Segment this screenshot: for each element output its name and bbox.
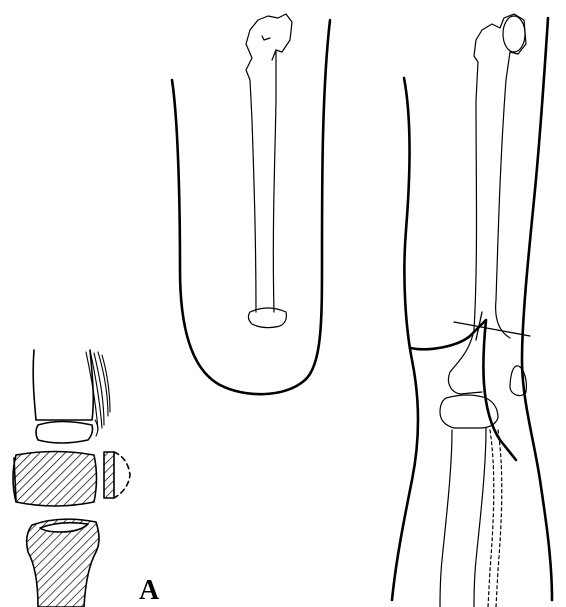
joint-detail-drawing <box>13 350 130 607</box>
leg-drawing <box>392 14 552 607</box>
dashed-fragment <box>104 452 130 498</box>
middle-hatched-bone <box>13 452 97 507</box>
cut-line <box>454 322 530 336</box>
lower-hatched-bone <box>27 519 99 607</box>
femur <box>448 14 526 394</box>
stump-bone <box>246 14 292 328</box>
panel-label: A <box>139 577 159 605</box>
upper-bone-end <box>33 350 93 443</box>
stump-drawing <box>172 14 330 394</box>
stump-outline <box>172 20 330 394</box>
leg-outer-right <box>522 18 552 600</box>
leg-outer-left <box>392 78 418 600</box>
flap-line <box>410 320 516 460</box>
tendon-fibres <box>86 350 110 436</box>
